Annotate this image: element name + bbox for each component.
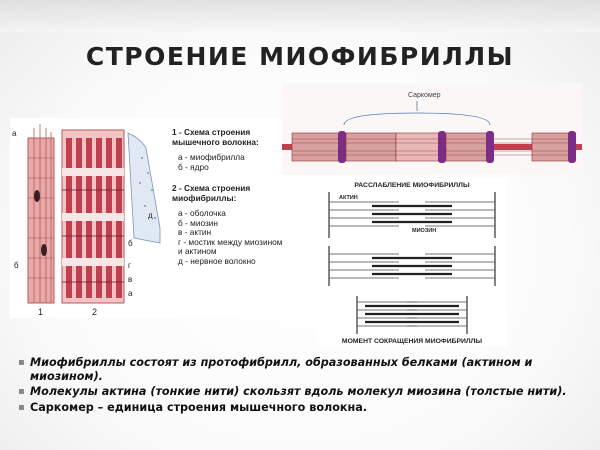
slide-title: СТРОЕНИЕ МИОФИБРИЛЛЫ: [85, 42, 515, 71]
nerve-fiber: [127, 132, 161, 244]
muscle-fiber-figure: а б б г в а д 1 2 1 - Схема строения мыш…: [10, 118, 283, 318]
figure-legend: 1 - Схема строения мышечного волокна: а …: [172, 127, 284, 266]
legend-item: а - миофибрилла: [178, 152, 245, 163]
legend-heading-2: 2 - Схема строения миофибриллы:: [172, 183, 251, 203]
label-d: д: [148, 211, 153, 220]
label-a2: а: [128, 289, 133, 298]
slide-top-band: [0, 0, 600, 32]
label-a: а: [12, 129, 17, 138]
contract-title: МОМЕНТ СОКРАЩЕНИЯ МИОФИБРИЛЛЫ: [342, 338, 483, 345]
label-v: в: [128, 275, 132, 284]
legend-item: в - актин: [178, 227, 212, 238]
bullet-marker-icon: ▪: [18, 386, 25, 398]
figure-number-1: 1: [38, 307, 43, 317]
legend-item: г - мостик между миозином и актином: [178, 236, 283, 257]
legend-heading-1: 1 - Схема строения мышечного волокна:: [172, 127, 259, 147]
bullet-text: Саркомер – единица строения мышечного во…: [30, 400, 368, 414]
bullet-item: ▪ Молекулы актина (тонкие нити) скользят…: [18, 385, 588, 399]
sarcomere-diagram: Саркомер: [282, 92, 582, 163]
myofibril-bundle: [61, 129, 125, 304]
relaxed-z-lines: [328, 192, 496, 286]
bullet-item: ▪ Саркомер – единица строения мышечного …: [18, 401, 588, 415]
sarcomere-label: Саркомер: [408, 92, 441, 99]
contraction-figure: РАССЛАБЛЕНИЕ МИОФИБРИЛЛЫ АКТИН МИОЗИН: [317, 178, 507, 346]
label-b2: б: [128, 239, 133, 248]
bullet-item: ▪ Миофибриллы состоят из протофибрилл, о…: [18, 356, 588, 383]
legend-item: б - ядро: [178, 161, 209, 172]
contraction-diagram: РАССЛАБЛЕНИЕ МИОФИБРИЛЛЫ АКТИН МИОЗИН: [328, 182, 496, 345]
relax-title: РАССЛАБЛЕНИЕ МИОФИБРИЛЛЫ: [354, 182, 470, 189]
sarcomere-bracket: [343, 112, 491, 126]
figure-number-2: 2: [92, 307, 97, 317]
muscle-fiber-1: [27, 124, 55, 304]
muscle-fiber-diagram: а б б г в а д 1 2: [12, 124, 161, 317]
bullet-text: Миофибриллы состоят из протофибрилл, обр…: [30, 356, 533, 383]
myosin-label: МИОЗИН: [412, 228, 436, 234]
bullet-marker-icon: ▪: [18, 401, 25, 413]
label-g: г: [128, 261, 131, 270]
legend-item: а - оболочка: [178, 208, 226, 219]
legend-item: б - миозин: [178, 217, 219, 228]
sarcomere-unit: [291, 131, 576, 163]
legend-item: д - нервное волокно: [178, 255, 256, 266]
label-b: б: [14, 261, 19, 270]
actin-label: АКТИН: [339, 195, 358, 201]
nucleus: [34, 190, 40, 202]
bullet-text: Молекулы актина (тонкие нити) скользят в…: [30, 385, 567, 399]
bullet-list: ▪ Миофибриллы состоят из протофибрилл, о…: [18, 356, 588, 416]
sarcomere-figure: Саркомер: [282, 83, 582, 175]
bullet-marker-icon: ▪: [18, 357, 25, 368]
